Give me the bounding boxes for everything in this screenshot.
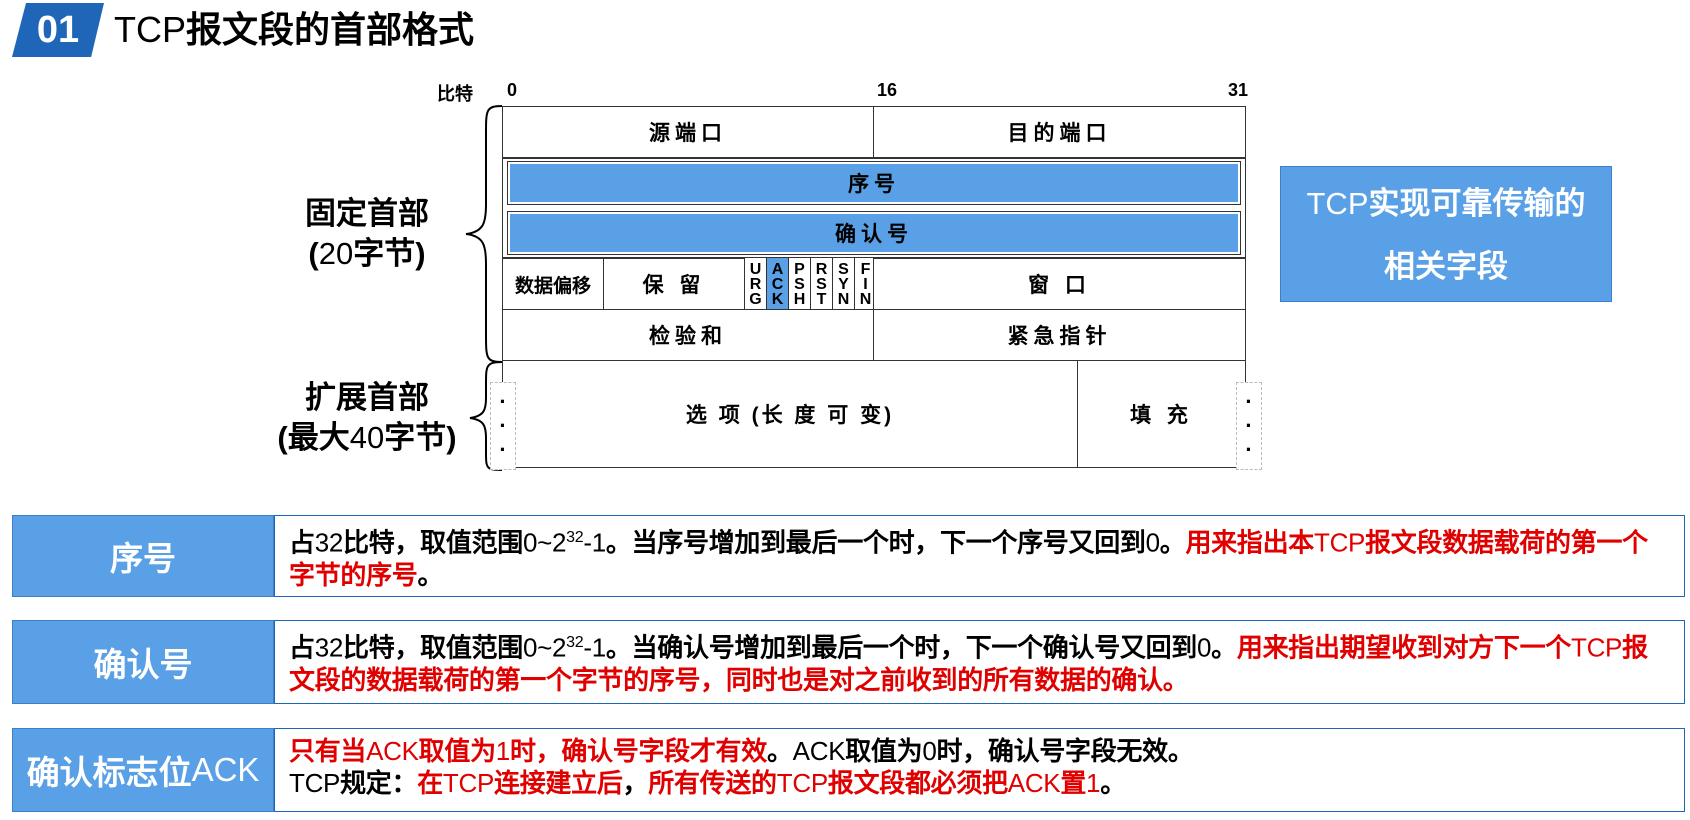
bit-mark-16: 16 [877,80,898,100]
side-box-line2: 相关字段 [1384,249,1508,284]
header-braces [465,105,503,471]
ext-header-label: 扩展首部 (最大40字节) [262,378,472,458]
ext-header-line1: 扩展首部 [305,380,429,415]
row-label-sequence: 序号 [12,515,274,597]
row-text-ack-number: 占32比特，取值范围0~232-1。当确认号增加到最后一个时，下一个确认号又回到… [274,620,1685,704]
page-title: TCP报文段的首部格式 [114,8,474,52]
side-box-line1: TCP实现可靠传输的 [1306,186,1586,221]
row-label-ack-number: 确认号 [12,620,274,704]
field-options: 选 项 (长 度 可 变) [502,360,1078,468]
seq-ack-frame [502,158,1246,258]
field-reserved: 保 留 [603,258,745,310]
options-left-ellipsis: ··· [490,382,516,470]
field-checksum: 检验和 [502,309,874,361]
fixed-header-line2: (20字节) [308,236,426,271]
section-number-badge: 01 [12,3,104,57]
field-ack-number: 确认号 [507,211,1241,255]
field-sequence-number: 序号 [507,161,1241,205]
field-padding: 填 充 [1077,360,1246,468]
row-text-sequence: 占32比特，取值范围0~232-1。当序号增加到最后一个时，下一个序号又回到0。… [274,515,1685,597]
field-window: 窗 口 [873,258,1246,310]
field-urgent-pointer: 紧急指针 [873,309,1246,361]
title-prefix: TCP [114,9,186,50]
title-rest: 报文段的首部格式 [186,9,475,50]
fixed-header-label: 固定首部 (20字节) [292,194,442,274]
reliable-transfer-fields-box: TCP实现可靠传输的 相关字段 [1280,166,1612,302]
bit-label: 比特 [437,84,473,104]
row-text-ack-flag: 只有当ACK取值为1时，确认号字段才有效。ACK取值为0时，确认号字段无效。TC… [274,728,1685,812]
fixed-header-line1: 固定首部 [305,196,429,231]
bit-mark-0: 0 [507,80,518,100]
field-source-port: 源端口 [502,106,874,158]
field-data-offset: 数据偏移 [502,258,604,310]
field-destination-port: 目的端口 [873,106,1246,158]
ext-header-line2: (最大40字节) [277,420,457,455]
options-right-ellipsis: ··· [1236,382,1262,470]
bit-mark-31: 31 [1228,80,1249,100]
